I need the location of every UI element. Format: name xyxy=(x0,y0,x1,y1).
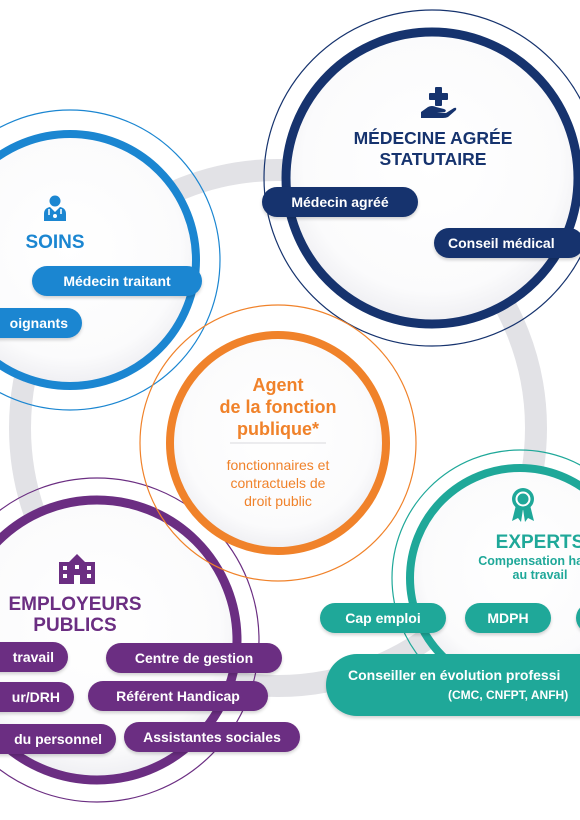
medecine-title: MÉDECINE AGRÉE STATUTAIRE xyxy=(330,128,536,170)
employeurs-item-centre-gestion: Centre de gestion xyxy=(106,643,282,673)
experts-item-conseiller: Conseiller en évolution professi (CMC, C… xyxy=(326,654,580,716)
soins-circle xyxy=(0,130,200,390)
employeurs-item-personnel: du personnel xyxy=(0,724,116,754)
soins-item-soignants: oignants xyxy=(0,308,82,338)
soins-item-medecin-traitant: Médecin traitant xyxy=(32,266,202,296)
experts-conseiller-line1: Conseiller en évolution professi xyxy=(348,667,561,683)
experts-item-cap-emploi: Cap emploi xyxy=(320,603,446,633)
experts-sub-line1: Compensation handi xyxy=(478,554,580,568)
medecine-circle xyxy=(281,27,580,329)
hand-plus-icon xyxy=(421,87,457,118)
agent-halo xyxy=(139,304,417,582)
employeurs-item-drh: ur/DRH xyxy=(0,682,74,712)
employeurs-item-referent-handicap: Référent Handicap xyxy=(88,681,268,711)
agent-title-line2: de la fonction xyxy=(219,397,337,417)
doctor-icon xyxy=(44,195,66,221)
experts-sub-line2: au travail xyxy=(512,568,568,582)
agent-title-line1: Agent xyxy=(252,375,304,395)
agent-sub-line2: contractuels de xyxy=(230,475,326,491)
soins-halo xyxy=(0,109,221,411)
employeurs-title-line1: EMPLOYEURS xyxy=(8,594,142,615)
agent-sub-line3: droit public xyxy=(244,493,312,509)
building-icon xyxy=(59,554,95,584)
soins-title: SOINS xyxy=(25,232,85,253)
medecine-halo xyxy=(263,9,580,347)
employeurs-item-assistantes-sociales: Assistantes sociales xyxy=(124,722,300,752)
medecine-title-line2: STATUTAIRE xyxy=(379,149,487,169)
medecine-item-conseil-medical: Conseil médical xyxy=(434,228,580,258)
medecine-title-line1: MÉDECINE AGRÉE xyxy=(353,128,513,148)
medecine-item-medecin-agree: Médecin agréé xyxy=(262,187,418,217)
agent-subtitle: fonctionnaires et contractuels de droit … xyxy=(188,456,368,510)
award-ribbon-icon xyxy=(512,488,534,522)
experts-item-mdph: MDPH xyxy=(465,603,551,633)
experts-subtitle: Compensation handi au travail xyxy=(430,554,580,582)
agent-title-line3: publique* xyxy=(237,419,319,439)
experts-conseiller-line2: (CMC, CNFPT, ANFH) xyxy=(448,688,569,702)
employeurs-item-travail: travail xyxy=(0,642,68,672)
experts-title: EXPERTS xyxy=(495,532,580,553)
employeurs-halo xyxy=(0,477,260,803)
employeurs-title-line2: PUBLICS xyxy=(33,615,117,636)
agent-sub-line1: fonctionnaires et xyxy=(226,457,330,473)
employeurs-title: EMPLOYEURS PUBLICS xyxy=(0,594,150,636)
experts-item-cut-off xyxy=(576,603,580,633)
agent-title: Agent de la fonction publique* xyxy=(188,374,368,440)
connecting-ring xyxy=(9,159,547,697)
